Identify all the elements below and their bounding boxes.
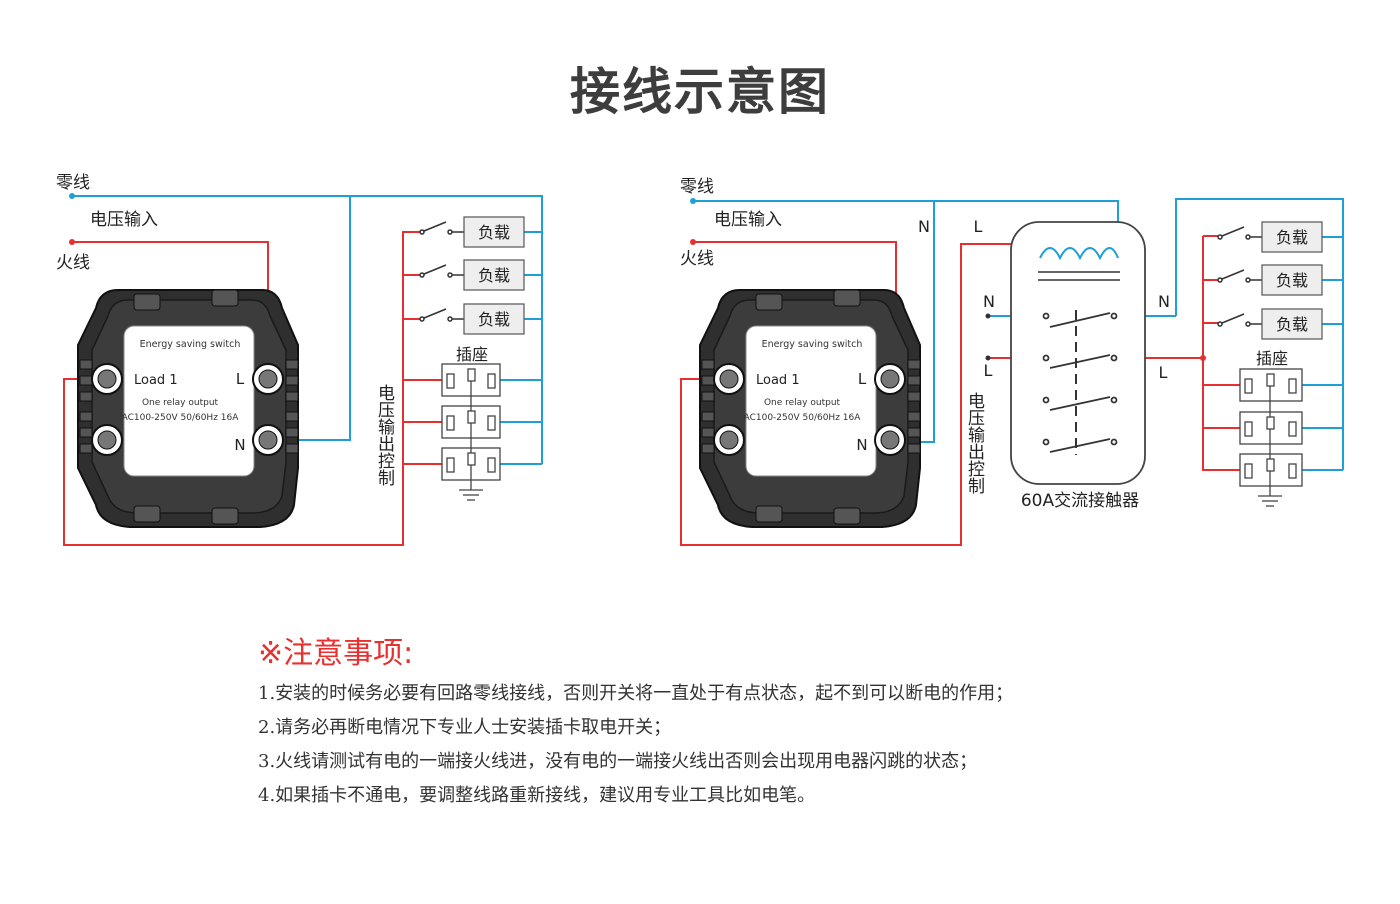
left-neutral-label: 零线 (56, 173, 90, 193)
left-device-spec1: One relay output (142, 398, 219, 408)
left-device: Energy saving switch Load 1 L N One rela… (77, 289, 299, 528)
left-socket-label: 插座 (456, 345, 488, 364)
contactor-l-top: L (974, 217, 983, 236)
left-live-label: 火线 (56, 253, 90, 273)
left-device-terminal-n: N (234, 436, 245, 454)
right-output-label: 电压输出控制 (964, 392, 985, 494)
right-sockets (1239, 368, 1303, 507)
left-device-terminal-l: L (236, 370, 245, 388)
right-socket-label: 插座 (1256, 349, 1288, 368)
left-sockets (441, 363, 501, 501)
right-neutral-label: 零线 (680, 177, 714, 197)
left-input-label: 电压输入 (90, 210, 158, 230)
right-device-load: Load 1 (756, 373, 800, 388)
right-switches (1217, 226, 1262, 327)
note-item-4: 4.如果插卡不通电，要调整线路重新接线，建议用专业工具比如电笔。 (258, 785, 816, 806)
left-diagram: 零线 电压输入 火线 (56, 173, 543, 546)
contactor-n-left: N (983, 292, 995, 311)
left-neutral-dot (69, 193, 75, 199)
right-device-spec2: AC100-250V 50/60Hz 16A (744, 413, 862, 423)
right-device: Energy saving switch Load 1 L N One rela… (699, 289, 921, 528)
left-device-spec2: AC100-250V 50/60Hz 16A (122, 413, 240, 423)
right-load-3: 负载 (1276, 315, 1308, 334)
right-device-spec1: One relay output (764, 398, 841, 408)
contactor-l-left: L (984, 361, 993, 380)
left-output-label: 电压输出控制 (374, 384, 395, 486)
right-load-1: 负载 (1276, 228, 1308, 247)
left-live-dot (69, 239, 75, 245)
notes-title: ※注意事项: (258, 636, 414, 671)
page-title: 接线示意图 (570, 63, 830, 121)
right-load-2: 负载 (1276, 271, 1308, 290)
right-load-boxes: 负载 负载 负载 (1261, 221, 1323, 340)
contactor-n-top: N (918, 217, 930, 236)
note-item-1: 1.安装的时候务必要有回路零线接线，否则开关将一直处于有点状态，起不到可以断电的… (258, 683, 1014, 704)
right-live-label: 火线 (680, 249, 714, 269)
right-device-terminal-n: N (856, 436, 867, 454)
left-load-boxes: 负载 负载 负载 (463, 216, 525, 335)
right-diagram: 零线 电压输入 火线 (680, 177, 1344, 546)
wiring-diagram: 零线 电压输入 火线 (56, 173, 1344, 546)
contactor-name: 60A交流接触器 (1021, 491, 1139, 511)
note-item-3: 3.火线请测试有电的一端接火线进，没有电的一端接火线出否则会出现用电器闪跳的状态… (258, 751, 978, 772)
left-switches (419, 221, 464, 322)
contactor-n-right: N (1158, 292, 1170, 311)
note-item-2: 2.请务必再断电情况下专业人士安装插卡取电开关； (258, 717, 672, 738)
right-device-terminal-l: L (858, 370, 867, 388)
right-contactor: 60A交流接触器 N L N L N L (918, 217, 1170, 511)
notes-list: 1.安装的时候务必要有回路零线接线，否则开关将一直处于有点状态，起不到可以断电的… (258, 680, 1013, 816)
left-load-3: 负载 (478, 310, 510, 329)
right-input-label: 电压输入 (714, 210, 782, 230)
left-device-load: Load 1 (134, 373, 178, 388)
left-load-1: 负载 (478, 223, 510, 242)
contactor-l-right: L (1159, 363, 1168, 382)
left-load-2: 负载 (478, 266, 510, 285)
right-device-name: Energy saving switch (762, 339, 863, 350)
left-device-name: Energy saving switch (140, 339, 241, 350)
